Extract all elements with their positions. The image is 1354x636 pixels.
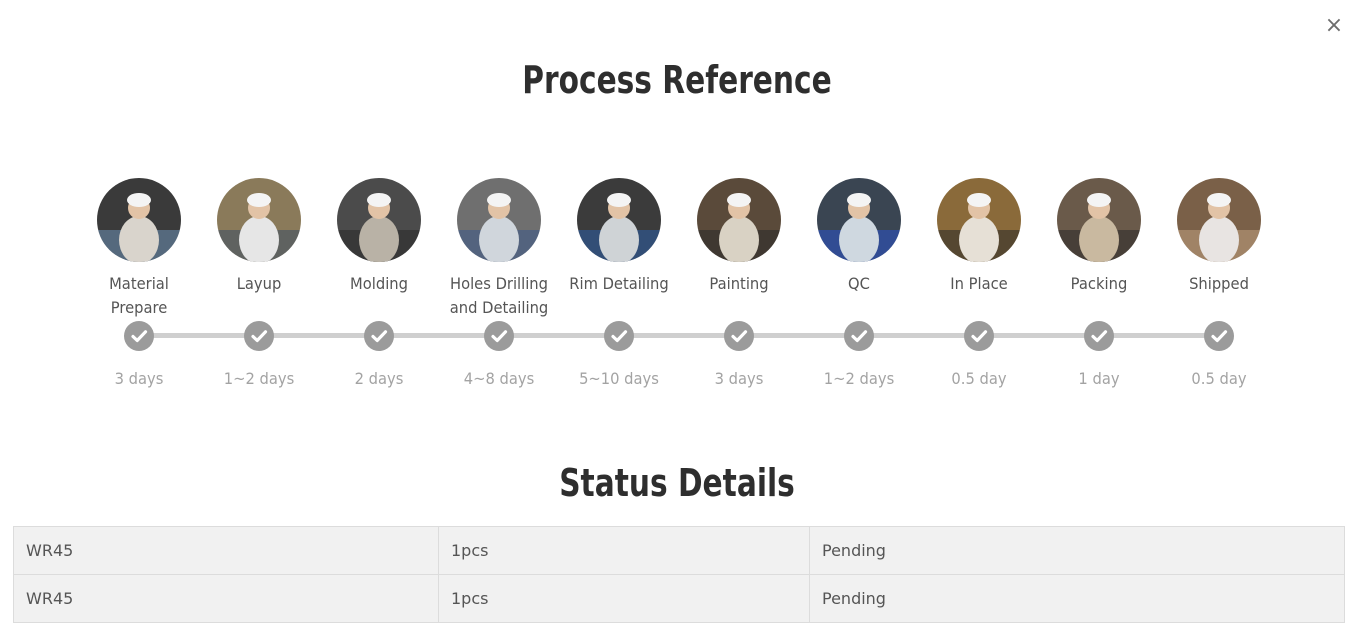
step-duration: 1~2 days bbox=[823, 369, 895, 388]
step-duration: 3 days bbox=[114, 369, 164, 388]
step-label: Layup bbox=[236, 274, 282, 293]
cell-quantity: 1pcs bbox=[438, 574, 810, 623]
worker-drilling-photo bbox=[457, 178, 541, 262]
worker-shipped-photo bbox=[1177, 178, 1261, 262]
check-icon bbox=[124, 321, 154, 351]
step-label: In Place bbox=[950, 274, 1008, 293]
check-icon bbox=[724, 321, 754, 351]
step-duration: 1~2 days bbox=[223, 369, 295, 388]
step-duration: 5~10 days bbox=[579, 369, 659, 388]
cell-quantity: 1pcs bbox=[438, 526, 810, 575]
step-label: Rim Detailing bbox=[569, 274, 669, 293]
step-label: Painting bbox=[709, 274, 769, 293]
worker-packing-photo bbox=[1057, 178, 1141, 262]
worker-rim-detailing-photo bbox=[577, 178, 661, 262]
cell-model: WR45 bbox=[13, 574, 439, 623]
worker-in-place-photo bbox=[937, 178, 1021, 262]
process-step: Layup 1~2 days bbox=[199, 178, 319, 388]
table-row: WR45 1pcs Pending bbox=[13, 574, 1345, 623]
check-icon bbox=[964, 321, 994, 351]
check-icon bbox=[1204, 321, 1234, 351]
step-duration: 2 days bbox=[354, 369, 404, 388]
check-icon bbox=[244, 321, 274, 351]
status-title: Status Details bbox=[559, 461, 795, 505]
step-duration: 1 day bbox=[1078, 369, 1120, 388]
process-step: In Place 0.5 day bbox=[919, 178, 1039, 388]
step-duration: 0.5 day bbox=[1191, 369, 1247, 388]
step-duration: 3 days bbox=[714, 369, 764, 388]
worker-molding-photo bbox=[337, 178, 421, 262]
cell-status: Pending bbox=[809, 574, 1345, 623]
process-step: Rim Detailing 5~10 days bbox=[559, 178, 679, 388]
step-label: QC bbox=[848, 274, 870, 293]
step-duration: 4~8 days bbox=[463, 369, 535, 388]
process-step: Molding 2 days bbox=[319, 178, 439, 388]
worker-qc-photo bbox=[817, 178, 901, 262]
process-step: Painting 3 days bbox=[679, 178, 799, 388]
step-label: Packing bbox=[1070, 274, 1128, 293]
check-icon bbox=[844, 321, 874, 351]
cell-model: WR45 bbox=[13, 526, 439, 575]
check-icon bbox=[604, 321, 634, 351]
close-icon[interactable]: × bbox=[1324, 13, 1344, 38]
step-duration: 0.5 day bbox=[951, 369, 1007, 388]
step-label: Shipped bbox=[1189, 274, 1249, 293]
worker-at-table-photo bbox=[97, 178, 181, 262]
process-title: Process Reference bbox=[522, 58, 832, 102]
progress-track bbox=[137, 333, 1221, 338]
worker-painting-photo bbox=[697, 178, 781, 262]
process-step: Packing 1 day bbox=[1039, 178, 1159, 388]
check-icon bbox=[364, 321, 394, 351]
worker-layup-photo bbox=[217, 178, 301, 262]
table-row: WR45 1pcs Pending bbox=[13, 526, 1345, 575]
cell-status: Pending bbox=[809, 526, 1345, 575]
process-step: QC 1~2 days bbox=[799, 178, 919, 388]
check-icon bbox=[484, 321, 514, 351]
step-label: Molding bbox=[350, 274, 408, 293]
process-step: Shipped 0.5 day bbox=[1159, 178, 1279, 388]
check-icon bbox=[1084, 321, 1114, 351]
status-table: WR45 1pcs Pending WR45 1pcs Pending bbox=[13, 526, 1345, 623]
